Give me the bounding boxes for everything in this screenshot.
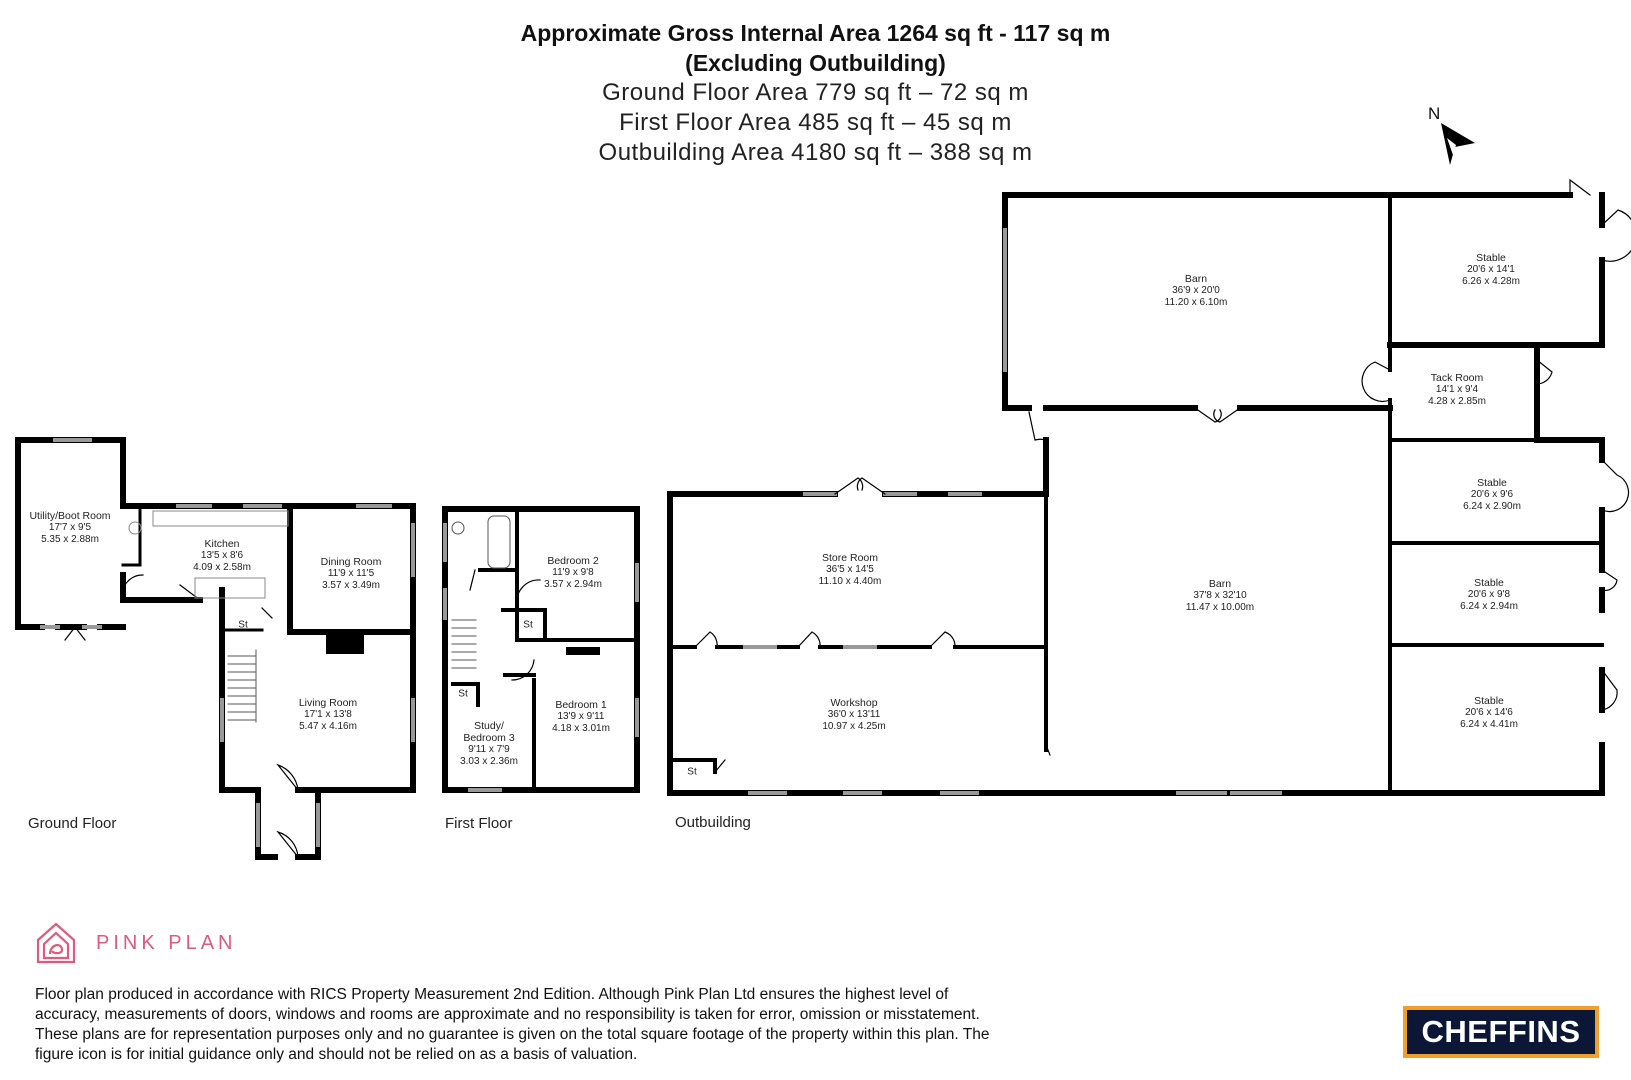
storage-outbuilding: St [687,766,697,778]
room-name: Dining Room [320,556,382,568]
room-metric: 10.97 x 4.25m [822,721,886,732]
room-name: Stable [1474,695,1504,707]
cheffins-logo: CHEFFINS [1403,1006,1599,1058]
room-name: Bedroom 2 [547,555,599,567]
room-utility-boot-room: Utility/Boot Room 17'7 x 9'5 5.35 x 2.88… [29,510,110,546]
pink-plan-house-icon [36,922,76,964]
room-stable-3: Stable 20'6 x 9'8 6.24 x 2.94m [1460,577,1518,613]
room-metric: 6.26 x 4.28m [1462,276,1520,287]
gross-area-title: Approximate Gross Internal Area 1264 sq … [520,20,1111,46]
room-imperial: 20'6 x 9'8 [1467,589,1511,600]
room-kitchen: Kitchen 13'5 x 8'6 4.09 x 2.58m [193,538,251,574]
room-imperial: 36'9 x 20'0 [1172,285,1220,296]
room-name: Stable [1474,577,1504,589]
room-metric: 3.57 x 3.49m [322,580,380,591]
room-metric: 11.47 x 10.00m [1185,602,1255,613]
first-floor-walls [442,506,640,793]
outbuilding-area: Outbuilding Area 4180 sq ft – 388 sq m [598,139,1033,166]
room-imperial: 37'8 x 32'10 [1193,590,1247,601]
room-imperial: 11'9 x 11'5 [327,568,375,579]
room-metric: 4.09 x 2.58m [193,562,251,573]
room-imperial: 36'0 x 13'11 [827,709,881,720]
room-barn-north: Barn 36'9 x 20'0 11.20 x 6.10m [1165,273,1228,309]
room-metric: 3.03 x 2.36m [460,756,518,767]
room-metric: 5.35 x 2.88m [41,534,99,545]
room-stable-1: Stable 20'6 x 14'1 6.26 x 4.28m [1462,252,1520,288]
cheffins-text: CHEFFINS [1421,1014,1581,1049]
room-name: Store Room [821,552,879,564]
room-imperial: 17'7 x 9'5 [48,522,92,533]
room-metric: 6.24 x 2.90m [1463,501,1521,512]
room-metric: 4.18 x 3.01m [552,723,610,734]
room-imperial: 17'1 x 13'8 [304,709,352,720]
room-name: Stable [1477,477,1507,489]
room-imperial: 20'6 x 9'6 [1470,489,1514,500]
room-metric: 11.10 x 4.40m [818,576,882,587]
room-name: Study/ [474,720,504,732]
room-imperial: 13'9 x 9'11 [557,711,605,722]
room-dining-room: Dining Room 11'9 x 11'5 3.57 x 3.49m [321,556,382,592]
room-imperial: 14'1 x 9'4 [1435,384,1479,395]
room-name: Bedroom 1 [555,699,607,711]
storage-first-study: St [458,688,468,700]
gross-area-subtitle: (Excluding Outbuilding) [685,50,946,76]
room-bedroom-1: Bedroom 1 13'9 x 9'11 4.18 x 3.01m [552,699,610,735]
room-metric: 6.24 x 4.41m [1460,719,1518,730]
first-floor-label: First Floor [445,815,513,832]
outbuilding-label: Outbuilding [675,814,751,831]
room-metric: 3.57 x 2.94m [544,579,602,590]
room-imperial: 20'6 x 14'6 [1465,707,1513,718]
room-name: Utility/Boot Room [29,510,111,522]
room-workshop: Workshop 36'0 x 13'11 10.97 x 4.25m [822,697,885,733]
north-arrow-icon [1441,123,1475,165]
room-store-room: Store Room 36'5 x 14'5 11.10 x 4.40m [819,552,882,588]
room-tack-room: Tack Room 14'1 x 9'4 4.28 x 2.85m [1428,372,1486,408]
room-barn-main: Barn 37'8 x 32'10 11.47 x 10.00m [1186,578,1254,614]
room-metric: 6.24 x 2.94m [1460,601,1518,612]
room-imperial: 11'9 x 9'8 [552,567,594,578]
pink-plan-logo: PINK PLAN [34,920,236,966]
ground-floor-walls [15,437,416,860]
north-label: N [1428,104,1441,123]
room-name: Kitchen [204,538,240,550]
room-name: Barn [1184,273,1208,285]
room-name: Tack Room [1430,372,1484,384]
room-metric: 4.28 x 2.85m [1428,396,1486,407]
room-stable-4: Stable 20'6 x 14'6 6.24 x 4.41m [1460,695,1518,731]
room-name: Barn [1208,578,1232,590]
room-imperial: 20'6 x 14'1 [1467,264,1515,275]
room-bedroom-2: Bedroom 2 11'9 x 9'8 3.57 x 2.94m [544,555,602,591]
room-metric: 5.47 x 4.16m [299,721,357,732]
room-name-line2: Bedroom 3 [463,732,515,744]
room-study-bedroom-3: Study/ Bedroom 3 9'11 x 7'9 3.03 x 2.36m [460,720,518,768]
storage-first-landing: St [523,619,533,631]
room-metric: 11.20 x 6.10m [1164,297,1228,308]
room-stable-2: Stable 20'6 x 9'6 6.24 x 2.90m [1463,477,1521,513]
room-imperial: 13'5 x 8'6 [200,550,244,561]
ground-floor-label: Ground Floor [28,815,117,832]
storage-ground: St [238,619,248,631]
room-living-room: Living Room 17'1 x 13'8 5.47 x 4.16m [299,697,357,733]
room-name: Workshop [830,697,878,709]
first-floor-area: First Floor Area 485 sq ft – 45 sq m [619,109,1012,136]
disclaimer-text: Floor plan produced in accordance with R… [35,986,990,1063]
pink-plan-text: PINK PLAN [96,931,237,954]
ground-floor-area: Ground Floor Area 779 sq ft – 72 sq m [602,79,1029,106]
room-imperial: 36'5 x 14'5 [826,564,874,575]
room-name: Living Room [298,697,358,709]
room-imperial: 9'11 x 7'9 [468,744,510,755]
room-name: Stable [1476,252,1506,264]
